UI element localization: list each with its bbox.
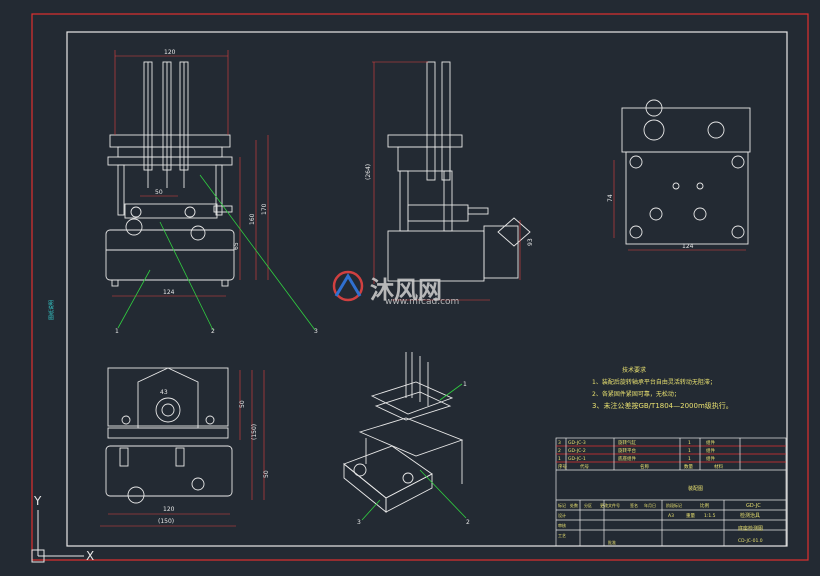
- dim-plan-h3: 50: [263, 470, 270, 478]
- dim-front-h1: 65: [233, 242, 240, 250]
- sign-approve: 批准: [608, 539, 616, 545]
- part-2-code: GD-JC-2: [568, 448, 586, 454]
- hdr-name: 名称: [640, 463, 649, 470]
- drawing-title: 装配图: [688, 485, 703, 492]
- scale-value: 1:1.5: [704, 513, 716, 519]
- part-2-name: 旋转平台: [618, 447, 636, 454]
- ucs-y-label: Y: [33, 494, 42, 508]
- label-change: 更改文件号: [600, 502, 620, 508]
- dim-side-lower: 93: [527, 238, 534, 246]
- leader-lines-front: [117, 174, 316, 331]
- watermark-url: www.mfcad.com: [385, 297, 459, 307]
- side-label: 图纸说明: [48, 300, 55, 320]
- part-3-no: 3: [558, 440, 561, 446]
- plan-view: [105, 367, 233, 504]
- dim-plan-h2: (150): [251, 424, 258, 440]
- part-1-qty: 1: [688, 456, 691, 462]
- label-date: 年月日: [644, 502, 656, 508]
- part-1-no: 1: [558, 456, 561, 462]
- side-view-hidden: [372, 61, 521, 301]
- sign-process: 工艺: [558, 533, 566, 538]
- dim-front-mid: 50: [155, 189, 163, 196]
- dim-plan-w1: 43: [160, 389, 168, 396]
- name2-label: 底座检测图: [738, 525, 763, 532]
- balloon-iso-2: 2: [466, 519, 470, 526]
- part-2-no: 2: [558, 448, 561, 454]
- hdr-mat: 材料: [714, 463, 723, 470]
- leader-lines-iso: [361, 383, 467, 521]
- watermark-logo: [332, 270, 364, 302]
- stage-label: 阶段标记: [666, 502, 682, 508]
- balloon-3: 3: [314, 328, 318, 335]
- label-sign: 签名: [630, 502, 638, 508]
- front-view-hidden: [112, 50, 269, 297]
- dim-top-h: 74: [607, 194, 614, 202]
- top-view-hidden: [613, 160, 746, 251]
- part-3-name: 旋转气缸: [618, 439, 636, 446]
- part-3-mat: 组件: [706, 439, 715, 446]
- watermark-brand: 沐风网: [370, 276, 442, 304]
- label-count: 处数: [570, 502, 578, 508]
- part-1-code: GD-JC-1: [568, 456, 586, 462]
- label-mark: 标记: [558, 502, 566, 508]
- dim-front-h2: 160: [249, 213, 256, 225]
- code-label: GD-JC: [746, 503, 761, 509]
- inner-frame: [66, 31, 788, 547]
- part-3-code: GD-JC-3: [568, 440, 586, 446]
- dim-plan-w2: 120: [163, 506, 175, 513]
- dim-top-w: 124: [682, 243, 694, 250]
- dim-plan-w3: (150): [158, 518, 174, 525]
- sign-design: 设计: [558, 512, 566, 518]
- sheet-code: CD-JC-01.0: [738, 538, 763, 544]
- notes-title: 技术要求: [622, 366, 646, 374]
- label-zone: 分区: [584, 502, 592, 508]
- hdr-no: 序号: [558, 463, 567, 470]
- scale-label: 比例: [700, 502, 709, 509]
- notes-line-1: 1、装配后旋转轴承平台自由灵活转动无阻滞；: [592, 378, 716, 386]
- dim-side-total: (264): [365, 164, 372, 180]
- hdr-qty: 数量: [684, 463, 693, 470]
- part-3-qty: 1: [688, 440, 691, 446]
- notes-line-3: 3、未注公差按GB/T1804—2000m级执行。: [592, 401, 733, 410]
- front-view: [105, 61, 235, 287]
- name1-label: 检测治具: [740, 512, 760, 519]
- outer-frame: [31, 13, 809, 561]
- ucs-x-label: X: [86, 549, 94, 563]
- balloon-iso-3: 3: [357, 519, 361, 526]
- part-1-name: 底座组件: [618, 455, 636, 462]
- plan-view-hidden: [100, 370, 265, 527]
- part-2-mat: 组件: [706, 447, 715, 454]
- top-view: [621, 99, 751, 245]
- sign-review: 审核: [558, 522, 566, 528]
- hdr-code: 代号: [580, 463, 589, 470]
- dim-front-h3: 170: [261, 203, 268, 215]
- balloon-iso-1: 1: [463, 381, 467, 388]
- dim-front-bottom: 124: [163, 289, 175, 296]
- part-2-qty: 1: [688, 448, 691, 454]
- part-1-mat: 组件: [706, 455, 715, 462]
- sheet-size: A3: [668, 513, 674, 519]
- weight-label: 重量: [686, 512, 695, 519]
- balloon-1: 1: [115, 328, 119, 335]
- iso-view: [343, 352, 464, 513]
- balloon-2: 2: [211, 328, 215, 335]
- dim-front-top: 120: [164, 49, 176, 56]
- side-view: [387, 61, 531, 282]
- notes-line-2: 2、各紧固件紧固可靠，无松动；: [592, 390, 680, 398]
- ucs-icon: [31, 510, 84, 563]
- dim-plan-h1: 50: [239, 400, 246, 408]
- title-block: [555, 437, 787, 547]
